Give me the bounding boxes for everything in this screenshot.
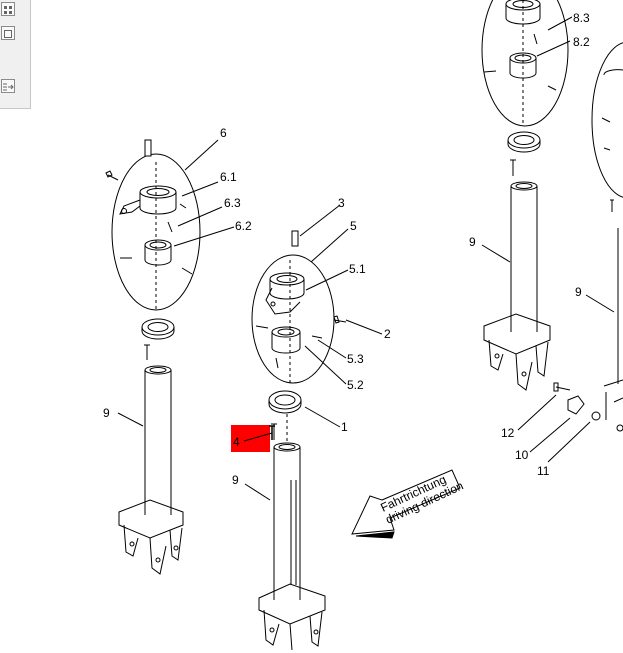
leader-4: [243, 432, 273, 442]
callout-9-right[interactable]: 9: [469, 235, 476, 249]
clip-part: [291, 230, 299, 247]
viewer-toolbar: [0, 0, 31, 109]
callout-6[interactable]: 6: [220, 126, 227, 140]
callout-9-middle[interactable]: 9: [232, 473, 239, 487]
clip-part: [144, 139, 152, 157]
bushing-upper: [119, 185, 177, 215]
assembly-far-right-partial: [591, 42, 623, 432]
screw: [255, 325, 269, 329]
callout-3[interactable]: 3: [338, 196, 345, 210]
detail-oval: [111, 153, 201, 311]
callout-8-2[interactable]: 8.2: [573, 35, 590, 49]
thrust-ring: [507, 131, 541, 153]
callout-6-3[interactable]: 6.3: [224, 196, 241, 210]
screw: [333, 315, 347, 324]
callout-5-3[interactable]: 5.3: [347, 352, 364, 366]
callout-6-2[interactable]: 6.2: [235, 219, 252, 233]
callout-1[interactable]: 1: [341, 420, 348, 434]
steering-tube: [258, 442, 326, 651]
callout-12[interactable]: 12: [501, 426, 515, 440]
callout-5[interactable]: 5: [350, 219, 357, 233]
assembly-middle: [251, 230, 347, 651]
screw: [167, 221, 173, 233]
detail-oval: [481, 0, 569, 127]
single-view-button[interactable]: [1, 26, 15, 40]
callout-10[interactable]: 10: [515, 448, 529, 462]
screw: [105, 170, 119, 181]
highlight-box[interactable]: [231, 425, 270, 452]
callout-5-1[interactable]: 5.1: [349, 262, 366, 276]
driving-direction-arrow: Fahrtrichtung driving direction: [351, 469, 465, 539]
steering-tube: [118, 365, 184, 575]
bushing-upper: [505, 0, 541, 25]
bushing-upper: [265, 272, 305, 315]
list-arrow-icon: [3, 83, 14, 91]
callout-5-2[interactable]: 5.2: [347, 378, 364, 392]
leader-lines: [117, 16, 615, 501]
bushing-lower: [271, 326, 301, 354]
screw: [275, 357, 279, 369]
screw: [547, 85, 557, 91]
grid-view-button[interactable]: [1, 2, 15, 16]
screw: [483, 70, 497, 73]
bushing-lower: [509, 52, 537, 79]
thrust-ring: [141, 318, 175, 340]
screw: [179, 203, 187, 209]
screw: [533, 33, 538, 45]
nut: [591, 411, 601, 421]
callout-4-highlighted[interactable]: 4: [233, 435, 240, 449]
detail-oval: [251, 254, 335, 384]
assembly-left: [105, 139, 201, 575]
bolt-highlighted: [269, 425, 275, 440]
assembly-right: [481, 0, 601, 421]
screw: [553, 382, 571, 392]
bolt: [144, 344, 150, 360]
callout-9-left[interactable]: 9: [103, 406, 110, 420]
single-view-icon: [4, 30, 12, 38]
steering-tube: [483, 181, 551, 391]
list-arrow-button[interactable]: [1, 79, 15, 93]
screw: [311, 335, 323, 339]
callout-8-3[interactable]: 8.3: [573, 11, 590, 25]
callout-6-1[interactable]: 6.1: [220, 170, 237, 184]
callout-11[interactable]: 11: [537, 464, 550, 478]
thrust-ring: [268, 390, 302, 414]
grid-view-icon: [4, 6, 12, 14]
washer-plate: [567, 395, 585, 415]
detail-oval: [591, 42, 623, 198]
callout-9-far-right[interactable]: 9: [575, 285, 582, 299]
screw: [181, 267, 193, 275]
bolt: [510, 159, 516, 176]
callout-2[interactable]: 2: [384, 327, 391, 341]
callout-labels: 6 6.1 6.3 6.2 9 3 5 5.1 2 5.3 5.2 1 4 9 …: [103, 11, 590, 487]
bushing-lower: [144, 239, 172, 266]
